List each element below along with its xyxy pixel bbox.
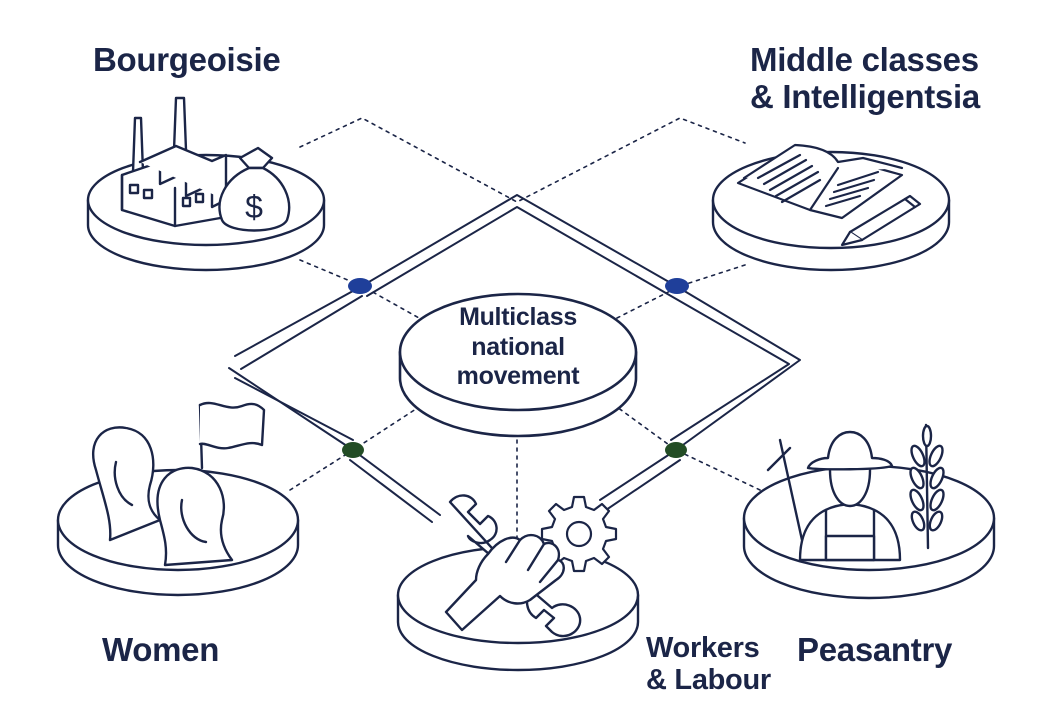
label-workers: Workers & Labour: [646, 632, 771, 697]
center-line-2: national: [471, 332, 565, 361]
wheat-icon: [909, 423, 945, 550]
label-center: Multiclass national movement: [418, 303, 618, 392]
connector-dot-bottom-right: [665, 442, 687, 458]
label-peasantry: Peasantry: [797, 631, 953, 668]
open-book-icon: [736, 143, 904, 220]
diamond-double-lines: [228, 194, 801, 523]
label-workers-line-1: Workers: [646, 632, 760, 664]
connector-dot-top-left: [348, 278, 372, 294]
label-women: Women: [102, 631, 220, 668]
hoe-icon: [766, 438, 804, 542]
hand-wrench-icon: [444, 494, 582, 638]
flag-icon: [198, 401, 266, 470]
women-silhouettes-icon: [92, 426, 234, 567]
label-middle-line-1: Middle classes: [750, 41, 979, 78]
label-middle-line-2: & Intelligentsia: [750, 77, 980, 115]
pen-icon: [840, 194, 922, 247]
center-line-3: movement: [456, 362, 580, 390]
connector-dot-bottom-left: [342, 442, 364, 458]
label-workers-line-2: & Labour: [646, 664, 771, 697]
factory-icon: [120, 96, 228, 228]
gear-icon: [540, 495, 618, 573]
label-middle-classes: Middle classes & Intelligentsia: [750, 41, 980, 116]
svg-text:$: $: [245, 189, 263, 225]
platform-center: [398, 292, 638, 438]
farmer-icon: [798, 430, 902, 562]
connector-dot-top-right: [665, 278, 689, 294]
connector-dots: [342, 278, 689, 458]
money-bag-icon: $: [218, 146, 291, 232]
label-bourgeoisie: Bourgeoisie: [93, 41, 281, 78]
center-line-1: Multiclass: [459, 303, 577, 331]
